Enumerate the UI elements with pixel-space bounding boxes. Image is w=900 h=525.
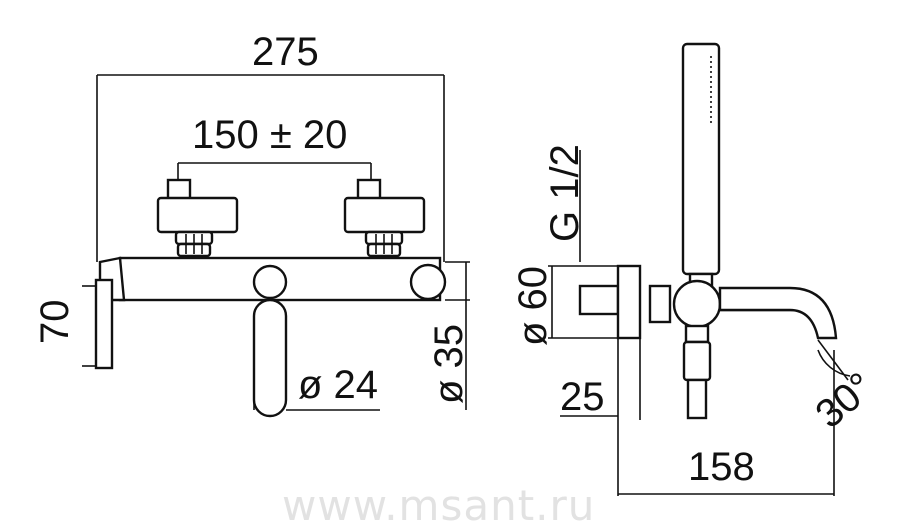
- flange: [616, 264, 642, 340]
- body-side-circle: [672, 279, 722, 329]
- label-70: 70: [33, 300, 77, 345]
- label-158: 158: [688, 445, 755, 489]
- diverter-lever: [252, 298, 288, 418]
- angle-ray: [817, 339, 849, 381]
- hand-shower: [681, 42, 721, 276]
- label-150: 150 ± 20: [192, 113, 347, 157]
- angle-arc: [817, 349, 851, 377]
- label-g12: G 1/2: [543, 144, 587, 242]
- diverter-knob: [252, 264, 288, 300]
- left-handle-body: [156, 196, 239, 234]
- lower-connector: [684, 324, 710, 344]
- connection-nut: [648, 284, 672, 324]
- outlet-circle: [409, 263, 447, 301]
- diverter-body: [682, 340, 712, 382]
- label-275: 275: [252, 30, 319, 74]
- right-handle: [343, 178, 426, 258]
- side-view: [548, 42, 851, 496]
- left-handle: [156, 178, 239, 258]
- spout: [718, 286, 838, 340]
- right-handle-body: [343, 196, 426, 234]
- label-60: ø 60: [511, 266, 555, 346]
- wall-pipe: [578, 284, 620, 316]
- label-25: 25: [560, 375, 605, 419]
- label-30deg: 30°: [808, 364, 883, 437]
- label-35: ø 35: [427, 324, 471, 404]
- hose-start: [686, 378, 708, 420]
- left-wall-rosette: [94, 278, 114, 370]
- watermark: www.msant.ru: [282, 481, 595, 525]
- label-24: ø 24: [298, 363, 378, 407]
- front-view: [82, 74, 470, 418]
